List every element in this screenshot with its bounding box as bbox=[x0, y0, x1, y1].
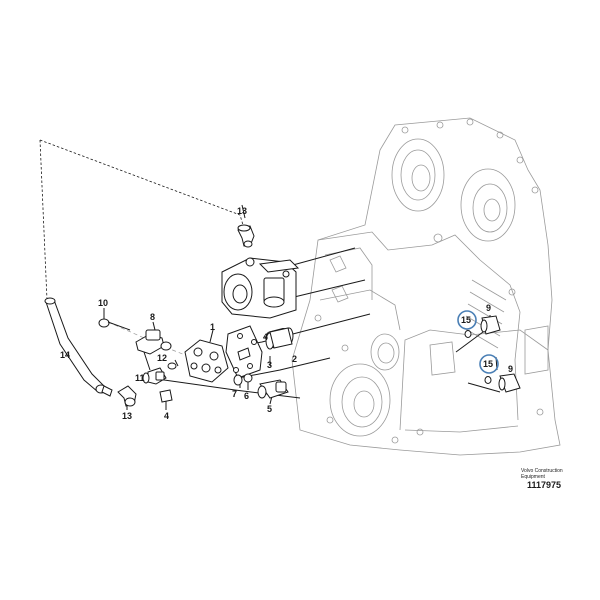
illustration-reference-number: 1117975 bbox=[527, 480, 562, 490]
bolt-4 bbox=[159, 389, 173, 403]
part-number-9-lower: 9 bbox=[508, 364, 513, 374]
callout-circle-15-lower bbox=[479, 354, 499, 374]
publisher-name-line2: Equipment bbox=[521, 474, 545, 480]
bolt-10 bbox=[98, 318, 131, 331]
part-number-13-bottom: 13 bbox=[122, 411, 132, 421]
part-number-8: 8 bbox=[150, 312, 155, 322]
sleeve-2 bbox=[269, 327, 293, 349]
part-number-6: 6 bbox=[244, 391, 249, 401]
elbow-fitting-top bbox=[237, 224, 255, 248]
washer-15 bbox=[464, 330, 492, 384]
sensor-9-lower bbox=[498, 373, 521, 393]
part-number-5: 5 bbox=[267, 404, 272, 414]
part-number-14: 14 bbox=[60, 350, 70, 360]
valve-block bbox=[184, 339, 229, 383]
part-number-2: 2 bbox=[292, 354, 297, 364]
connector-11 bbox=[142, 367, 167, 385]
part-number-15-upper: 15 bbox=[461, 315, 471, 325]
fitting-12 bbox=[167, 362, 177, 370]
part-number-10: 10 bbox=[98, 298, 108, 308]
washer-6 bbox=[243, 373, 253, 383]
elbow-fitting-bottom bbox=[117, 385, 137, 407]
pump-assembly bbox=[221, 257, 300, 319]
callout-circle-15-upper bbox=[457, 310, 477, 330]
part-number-12: 12 bbox=[157, 353, 167, 363]
transmission-housing bbox=[291, 117, 561, 456]
hose bbox=[44, 297, 113, 397]
part-number-4-bolt: 4 bbox=[164, 411, 169, 421]
gasket-plate bbox=[225, 325, 263, 379]
part-number-15-lower: 15 bbox=[483, 359, 493, 369]
part-number-3: 3 bbox=[267, 360, 272, 370]
part-number-13-top: 13 bbox=[237, 206, 247, 216]
o-ring-7 bbox=[233, 374, 243, 386]
part-number-1: 1 bbox=[210, 322, 215, 332]
part-number-11: 11 bbox=[135, 373, 145, 383]
part-number-4: 4 bbox=[263, 332, 268, 342]
sensor-9-upper bbox=[480, 315, 501, 335]
publisher-name-line1: Volvo Construction bbox=[521, 468, 563, 474]
leader-lines bbox=[39, 139, 501, 410]
part-number-9-upper: 9 bbox=[486, 303, 491, 313]
coupling-fitting bbox=[135, 329, 172, 355]
sensor-5 bbox=[257, 379, 289, 399]
part-number-7: 7 bbox=[232, 389, 237, 399]
